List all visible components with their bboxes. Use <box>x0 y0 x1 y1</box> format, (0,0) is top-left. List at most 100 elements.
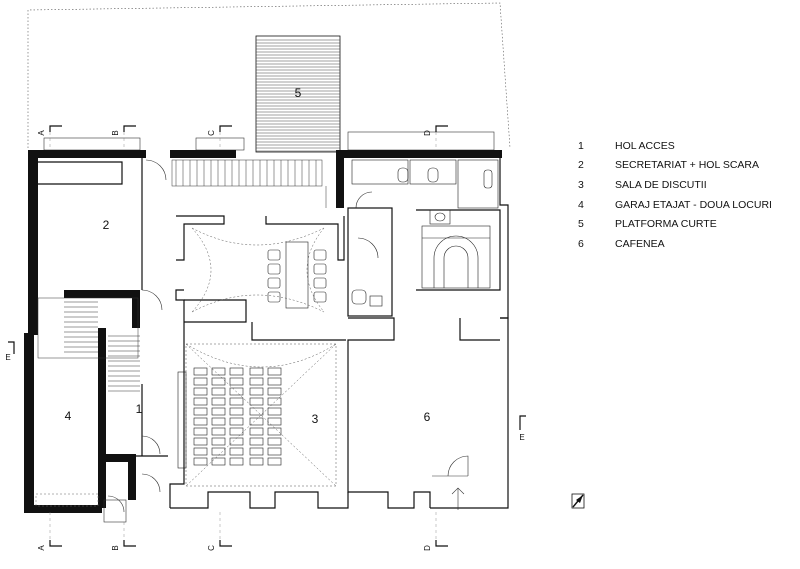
courtyard-platform <box>255 35 341 153</box>
section-lines <box>49 132 437 540</box>
room-number-5: 5 <box>295 86 302 100</box>
section-e-right: E <box>519 433 524 442</box>
legend-number: 6 <box>578 237 584 250</box>
room-number-6: 6 <box>424 410 431 424</box>
section-a-top: A <box>37 130 46 136</box>
chair <box>267 263 281 275</box>
legend-label: HOL ACCES <box>615 139 675 152</box>
north-stair <box>171 159 327 208</box>
seat <box>249 447 264 456</box>
hall-dais <box>177 371 187 469</box>
seat <box>267 367 282 376</box>
seat <box>229 367 244 376</box>
room-number-3: 3 <box>312 412 319 426</box>
section-markers <box>8 125 526 547</box>
interior-walls <box>38 150 509 509</box>
seat <box>229 407 244 416</box>
section-b-bottom: B <box>111 545 120 550</box>
seat <box>249 407 264 416</box>
site-boundary <box>27 2 511 149</box>
hall-seating <box>193 367 282 466</box>
chair <box>267 277 281 289</box>
seat <box>249 367 264 376</box>
seat <box>211 367 226 376</box>
west-stair <box>37 297 140 392</box>
ceiling-lines <box>185 227 337 487</box>
section-e-left: E <box>5 353 10 362</box>
section-a-bottom: A <box>37 545 46 551</box>
seat <box>229 437 244 446</box>
seat <box>249 377 264 386</box>
door-swings <box>107 159 469 513</box>
section-d-bottom: D <box>423 545 432 551</box>
seat <box>267 407 282 416</box>
lobby-chairs <box>267 249 327 303</box>
seat <box>229 457 244 466</box>
seat <box>211 437 226 446</box>
stair-outline <box>37 297 139 359</box>
bathroom-fixtures <box>351 159 499 307</box>
chair <box>267 249 281 261</box>
seat <box>193 377 208 386</box>
seat <box>211 377 226 386</box>
seat <box>229 387 244 396</box>
section-b-top: B <box>111 130 120 135</box>
seat <box>267 457 282 466</box>
seat <box>229 447 244 456</box>
chair <box>313 291 327 303</box>
legend-number: 5 <box>578 218 584 231</box>
section-c-bottom: C <box>207 545 216 551</box>
seat <box>249 417 264 426</box>
seat <box>249 437 264 446</box>
legend-item: 1 HOL ACCES <box>578 136 772 156</box>
seat <box>193 437 208 446</box>
seat <box>193 447 208 456</box>
stair-outline <box>171 159 323 187</box>
seat <box>249 387 264 396</box>
seat <box>211 447 226 456</box>
section-c-top: C <box>207 130 216 136</box>
legend-number: 3 <box>578 178 584 191</box>
seat <box>249 457 264 466</box>
seat <box>211 387 226 396</box>
spiral-stair <box>421 225 491 289</box>
room-number-2: 2 <box>103 218 110 232</box>
seat <box>211 397 226 406</box>
seat <box>267 397 282 406</box>
seat <box>211 457 226 466</box>
seat <box>193 407 208 416</box>
chair <box>313 263 327 275</box>
entrance-steps <box>103 487 465 523</box>
seat <box>267 387 282 396</box>
garage-ramp <box>35 493 99 507</box>
seat <box>267 447 282 456</box>
seat <box>249 397 264 406</box>
seat <box>211 417 226 426</box>
legend-label: PLATFORMA CURTE <box>615 218 717 231</box>
seat <box>229 397 244 406</box>
lobby-table <box>285 241 309 309</box>
legend-item: 5 PLATFORMA CURTE <box>578 214 772 234</box>
seat <box>249 427 264 436</box>
legend-label: SECRETARIAT + HOL SCARA <box>615 159 760 172</box>
seat <box>229 427 244 436</box>
chair <box>313 277 327 289</box>
seat <box>267 417 282 426</box>
seat <box>229 377 244 386</box>
seat <box>267 427 282 436</box>
north-arrow-icon <box>571 493 585 509</box>
legend-number: 1 <box>578 139 584 152</box>
room-number-1: 1 <box>136 402 143 416</box>
legend-number: 4 <box>578 198 584 211</box>
seat <box>193 397 208 406</box>
room-number-4: 4 <box>65 409 72 423</box>
seat <box>229 417 244 426</box>
section-d-top: D <box>423 130 432 136</box>
seat <box>193 417 208 426</box>
seat <box>211 407 226 416</box>
